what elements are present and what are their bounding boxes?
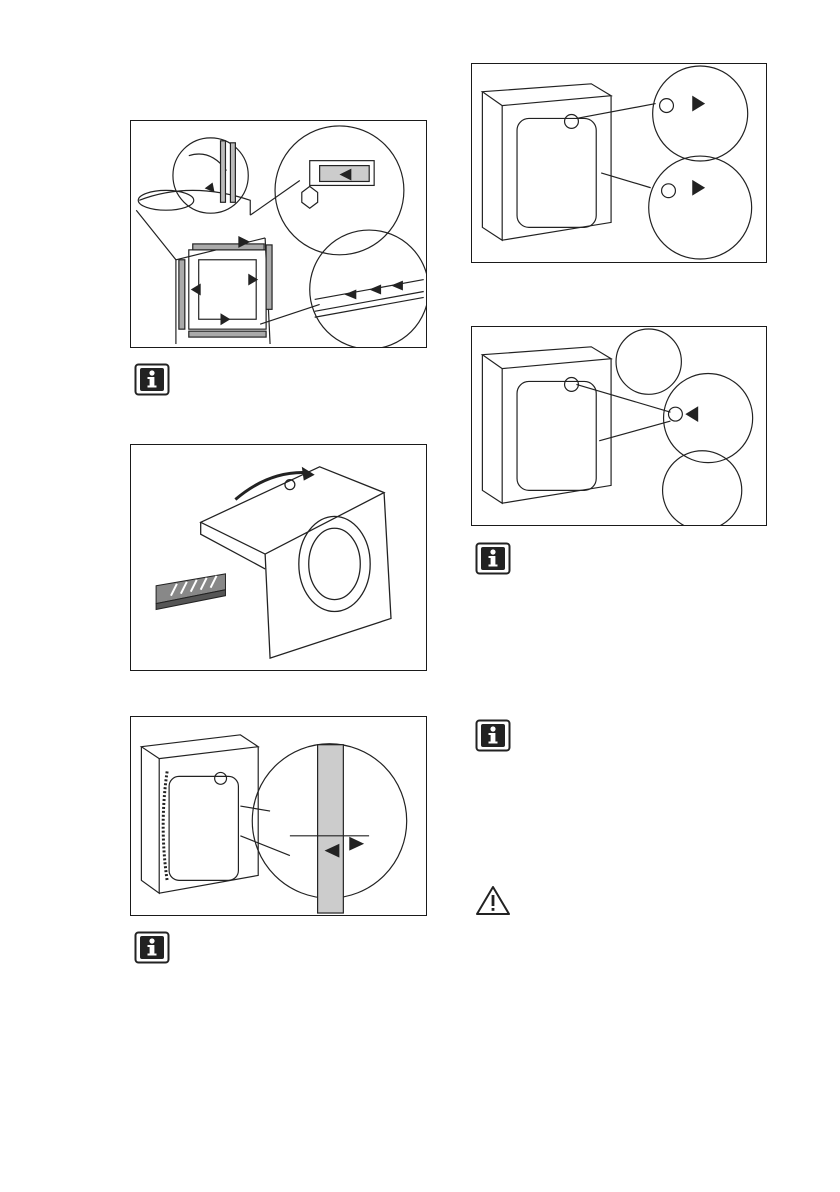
release-hose-clip-figure: [130, 716, 427, 916]
insert-plastic-caps-figure: [471, 326, 767, 526]
remove-transit-bolts-figure: [471, 63, 767, 263]
plastic-caps-illustration: [472, 327, 766, 525]
info-icon: [475, 542, 511, 575]
info-icon: [134, 931, 170, 964]
hose-clip-illustration: [131, 717, 426, 915]
info-icon: [475, 719, 511, 752]
tilt-appliance-figure: [130, 444, 427, 671]
warning-icon: [475, 884, 511, 917]
transit-bolts-illustration: [472, 64, 766, 262]
remove-transport-strips-figure: [130, 120, 427, 348]
tilt-appliance-illustration: [131, 445, 426, 670]
transport-strips-illustration: [131, 121, 426, 347]
info-icon: [134, 363, 170, 396]
